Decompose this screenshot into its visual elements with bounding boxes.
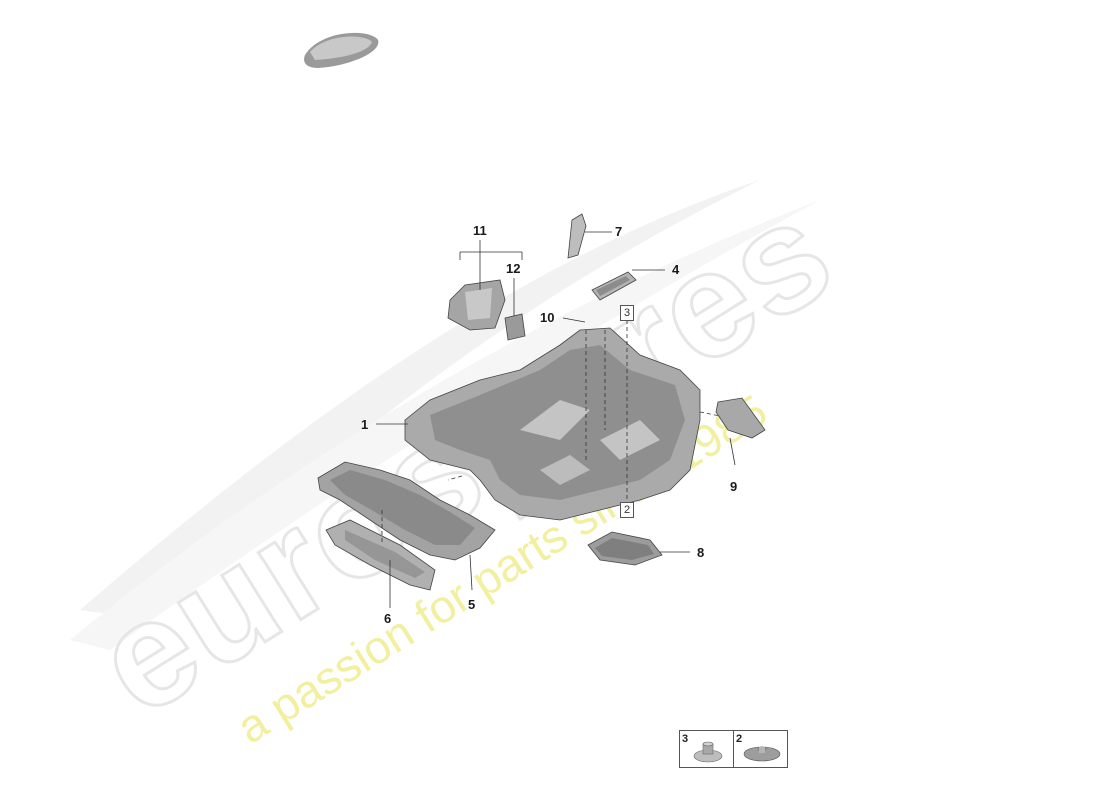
legend-label-3: 3: [682, 733, 689, 745]
pad-12[interactable]: [504, 313, 526, 341]
mat-8[interactable]: [587, 531, 663, 566]
box-ref-2[interactable]: 2: [620, 502, 634, 518]
box-ref-3[interactable]: 3: [620, 305, 634, 321]
fastener-legend: 3 2: [679, 730, 788, 768]
callout-7[interactable]: 7: [615, 224, 623, 239]
callout-9[interactable]: 9: [730, 479, 738, 494]
callout-12[interactable]: 12: [506, 261, 521, 276]
callout-1[interactable]: 1: [361, 417, 369, 432]
callout-10[interactable]: 10: [540, 310, 555, 325]
clip-disc-icon: [743, 746, 781, 762]
panel-9[interactable]: [715, 397, 766, 439]
callout-11[interactable]: 11: [473, 223, 487, 238]
callout-6[interactable]: 6: [384, 611, 392, 626]
side-panel[interactable]: [447, 279, 506, 331]
callout-8[interactable]: 8: [697, 545, 705, 560]
leader-lines: [376, 231, 736, 608]
callout-5[interactable]: 5: [468, 597, 476, 612]
legend-divider: [733, 731, 734, 767]
clip-nut-icon: [693, 741, 723, 763]
tunnel-trim[interactable]: [325, 519, 436, 591]
footwell-mat[interactable]: [317, 461, 496, 561]
callout-4[interactable]: 4: [672, 262, 680, 277]
strip-7[interactable]: [567, 213, 587, 259]
legend-label-2: 2: [736, 733, 743, 745]
watermark-logo: [70, 180, 820, 650]
trim-piece-top: [304, 32, 379, 68]
floor-carpet[interactable]: [404, 327, 701, 521]
mat-4[interactable]: [591, 271, 637, 301]
